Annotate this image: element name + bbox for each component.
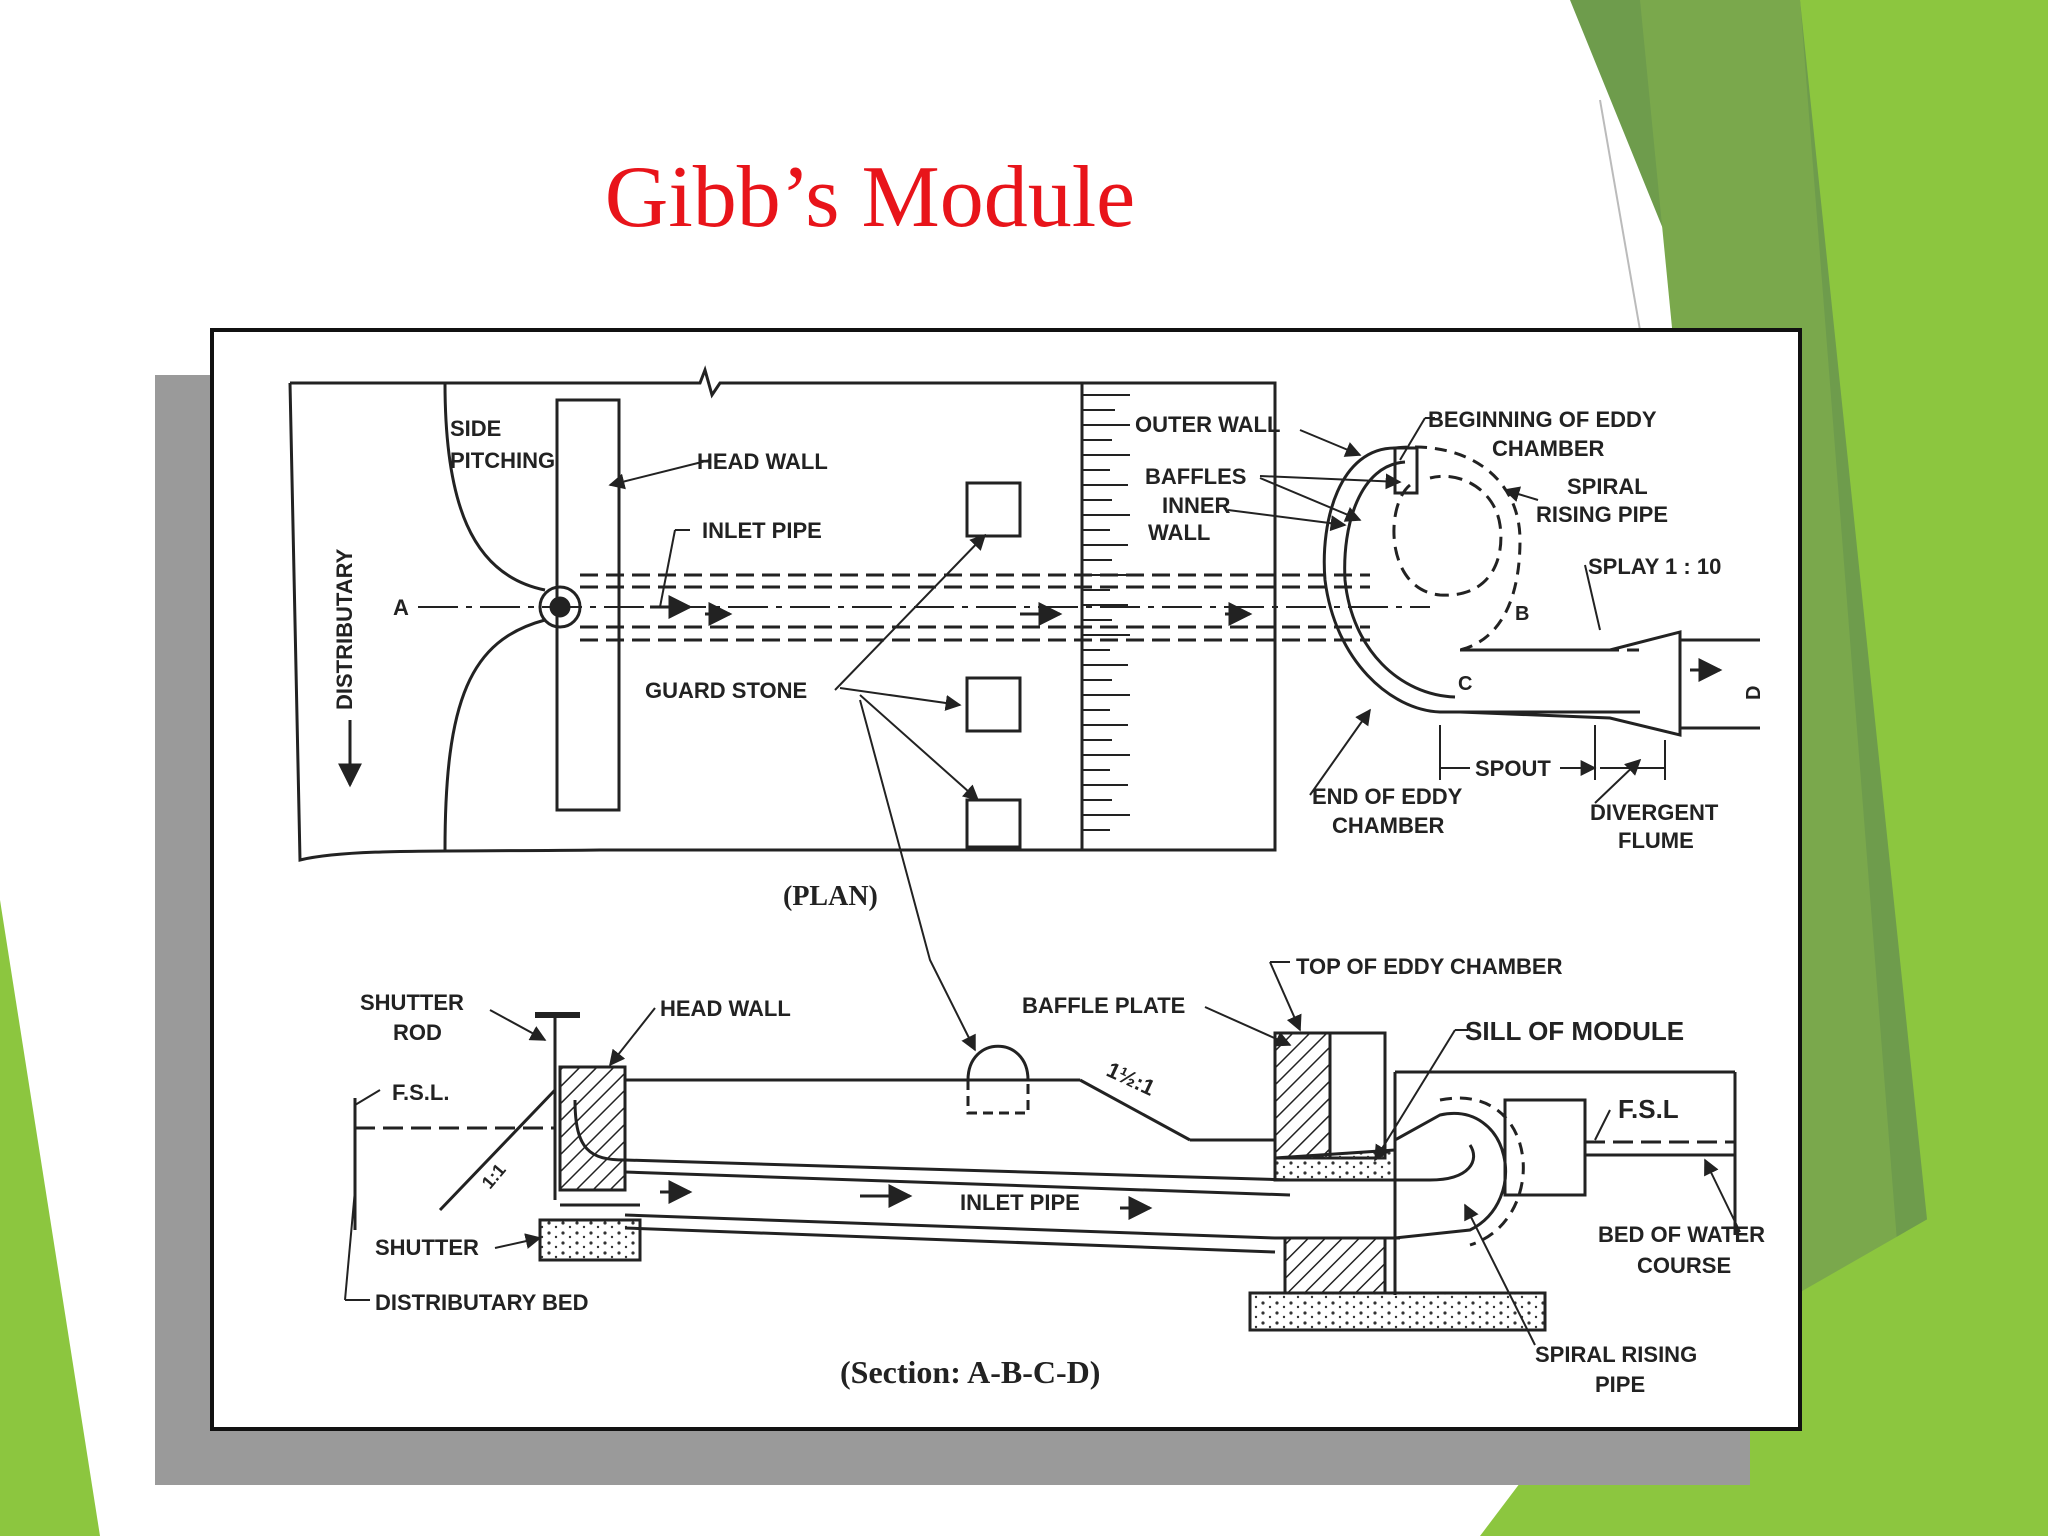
section-labels: SHUTTER ROD HEAD WALL F.S.L. 1:1 1½:1 SH… <box>360 954 1765 1397</box>
section-spiral-pipe <box>1394 1111 1507 1240</box>
plan-inlet-pipe <box>580 573 1370 642</box>
label-point-b: B <box>1515 603 1529 625</box>
section-inlet-pipe <box>573 1099 1476 1182</box>
label-baffle-plate: BAFFLE PLATE <box>1022 993 1185 1018</box>
label-shutter: SHUTTER <box>375 1235 479 1260</box>
label-spout: SPOUT <box>1475 756 1551 781</box>
section-caption: (Section: A-B-C-D) <box>840 1354 1100 1390</box>
label-spiral-rising-1: SPIRAL <box>1567 474 1648 499</box>
side-pitching-upper-curve <box>443 382 546 592</box>
left-slope-line <box>438 1088 557 1212</box>
plan-view <box>288 365 1760 1052</box>
guard-stone-3 <box>965 798 1022 849</box>
plan-wall-hatching <box>1082 394 1130 831</box>
plan-channel-outline <box>288 365 1277 862</box>
head-wall-foundation <box>538 1218 642 1262</box>
label-side-pitching-1: SIDE <box>450 416 501 441</box>
label-baffles: BAFFLES <box>1145 464 1246 489</box>
label-end-eddy-2: CHAMBER <box>1332 813 1445 838</box>
label-bed-water-1: BED OF WATER <box>1598 1222 1765 1247</box>
label-spiral-rising-2: RISING PIPE <box>1536 502 1668 527</box>
label-inner-wall-2: WALL <box>1148 520 1210 545</box>
label-shutter-rod-1: SHUTTER <box>360 990 464 1015</box>
plan-caption: (PLAN) <box>783 881 878 912</box>
side-pitching-lower-curve <box>443 618 546 851</box>
figure-frame <box>210 328 1802 1431</box>
deco-thin-line <box>1599 99 1641 331</box>
label-point-d: D <box>1743 686 1765 700</box>
label-divergent-1: DIVERGENT <box>1590 800 1719 825</box>
label-distributary-bed: DISTRIBUTARY BED <box>375 1290 589 1315</box>
module-foundation <box>1248 1291 1547 1332</box>
slide-title: Gibb’s Module <box>604 149 1136 246</box>
label-end-eddy-1: END OF EDDY <box>1312 784 1463 809</box>
label-spiral-rising-section-1: SPIRAL RISING <box>1535 1342 1697 1367</box>
plan-labels: SIDE PITCHING HEAD WALL INLET PIPE DISTR… <box>332 407 1765 912</box>
label-inlet-pipe-section: INLET PIPE <box>960 1190 1080 1215</box>
baffles-plan <box>1393 446 1419 495</box>
label-slope-right: 1½:1 <box>1103 1057 1159 1101</box>
label-inlet-pipe-plan: INLET PIPE <box>702 518 822 543</box>
label-head-wall-plan: HEAD WALL <box>697 449 828 474</box>
label-side-pitching-2: PITCHING <box>450 448 555 473</box>
eddy-chamber-inner-wall <box>1343 460 1456 699</box>
label-sill: SILL OF MODULE <box>1465 1016 1684 1046</box>
right-light-green-band <box>1800 0 2048 1536</box>
guard-stone-section <box>966 1044 1030 1082</box>
water-course-box <box>1503 1098 1587 1197</box>
eddy-chamber-outer-wall <box>1322 446 1640 714</box>
label-bed-water-2: COURSE <box>1637 1253 1731 1278</box>
guard-stone-2 <box>965 676 1022 733</box>
label-outer-wall: OUTER WALL <box>1135 412 1280 437</box>
label-beginning-eddy-2: CHAMBER <box>1492 436 1605 461</box>
label-spiral-rising-section-2: PIPE <box>1595 1372 1645 1397</box>
label-shutter-rod-2: ROD <box>393 1020 442 1045</box>
section-head-wall <box>558 1065 627 1192</box>
guard-stone-1 <box>965 481 1022 538</box>
label-guard-stone: GUARD STONE <box>645 678 807 703</box>
label-fsl-left: F.S.L. <box>392 1080 449 1105</box>
label-splay: SPLAY 1 : 10 <box>1588 554 1721 579</box>
label-point-a: A <box>393 595 409 620</box>
label-top-eddy: TOP OF EDDY CHAMBER <box>1296 954 1563 979</box>
lower-hatched-block <box>1283 1236 1387 1295</box>
right-slope-line <box>1079 1078 1191 1142</box>
label-beginning-eddy-1: BEGINNING OF EDDY <box>1428 407 1657 432</box>
divergent-flume-plan <box>1459 630 1682 737</box>
label-head-wall-section: HEAD WALL <box>660 996 791 1021</box>
spiral-rising-pipe-plan <box>1392 474 1503 597</box>
label-point-c: C <box>1458 673 1472 695</box>
label-distributary: DISTRIBUTARY <box>332 548 357 710</box>
label-inner-wall-1: INNER <box>1162 493 1231 518</box>
label-fsl-right: F.S.L <box>1618 1094 1679 1124</box>
left-green-band <box>0 900 100 1536</box>
label-divergent-2: FLUME <box>1618 828 1694 853</box>
section-view <box>344 961 1741 1346</box>
